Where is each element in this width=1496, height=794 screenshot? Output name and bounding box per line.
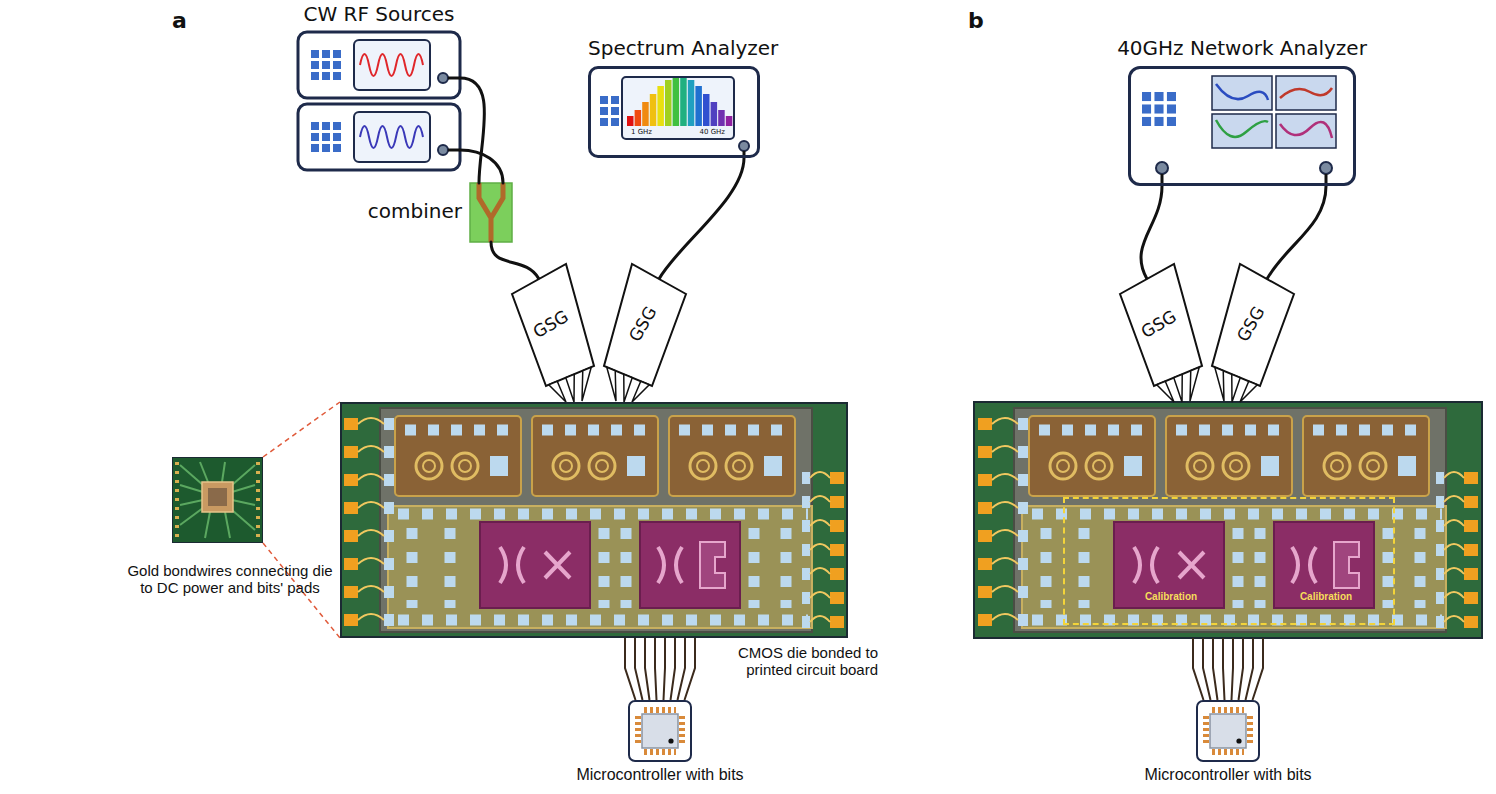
combiner: combiner <box>470 183 512 242</box>
microcontroller: Microcontroller with bits <box>628 700 692 762</box>
region-label: Calibration <box>1281 591 1371 602</box>
region-label: Calibration <box>1126 591 1216 602</box>
component-label: Microcontroller with bits <box>576 766 743 784</box>
rf-cable <box>460 150 503 183</box>
microcontroller: Microcontroller with bits <box>1196 700 1260 762</box>
ribbon-wire <box>655 638 657 700</box>
component-label: Microcontroller with bits <box>1144 766 1311 784</box>
rf-cable <box>460 78 485 183</box>
rf-cable <box>491 242 539 279</box>
rf-source-group: CW RF Sources <box>298 0 460 170</box>
gsg-probe: GSG <box>1116 258 1208 404</box>
gsg-probe: GSG <box>598 258 690 404</box>
axis-tick: 40 GHz <box>700 128 726 136</box>
ribbon-wire <box>678 638 686 700</box>
callout-text: Gold bondwires connecting die to DC powe… <box>124 562 336 596</box>
panel-letter: b <box>968 8 984 33</box>
ribbon-wire <box>664 638 666 700</box>
panel-letter: a <box>172 8 187 33</box>
zoom-leader-line <box>263 402 340 457</box>
ribbon-cable <box>625 638 695 700</box>
ribbon-wire <box>685 638 696 700</box>
ribbon-wire <box>625 638 636 700</box>
pcb-inset: Gold bondwires connecting die to DC powe… <box>172 457 263 543</box>
rf-cable <box>1141 186 1162 279</box>
instrument-label: 40GHz Network Analyzer <box>1091 36 1393 60</box>
calibration-region: Calibration Calibration <box>1063 497 1395 625</box>
component-label: combiner <box>368 199 462 223</box>
spectrum-analyzer: Spectrum Analyzer1 GHz40 GHz <box>588 66 760 158</box>
gsg-probe: GSG <box>1206 258 1298 404</box>
rf-cable <box>659 158 744 279</box>
instrument-label: CW RF Sources <box>278 2 480 26</box>
axis-tick: 1 GHz <box>631 128 652 136</box>
network-analyzer: 40GHz Network Analyzer <box>1128 66 1356 186</box>
gsg-probe: GSG <box>508 258 600 404</box>
ribbon-wire <box>635 638 643 700</box>
ribbon-wire <box>645 638 650 700</box>
ribbon-wire <box>671 638 676 700</box>
instrument-label: Spectrum Analyzer <box>588 36 778 60</box>
rf-cable <box>1267 186 1326 279</box>
cmos-board: CMOS die bonded to printed circuit board <box>340 402 848 638</box>
callout-text: CMOS die bonded to printed circuit board <box>702 644 878 678</box>
